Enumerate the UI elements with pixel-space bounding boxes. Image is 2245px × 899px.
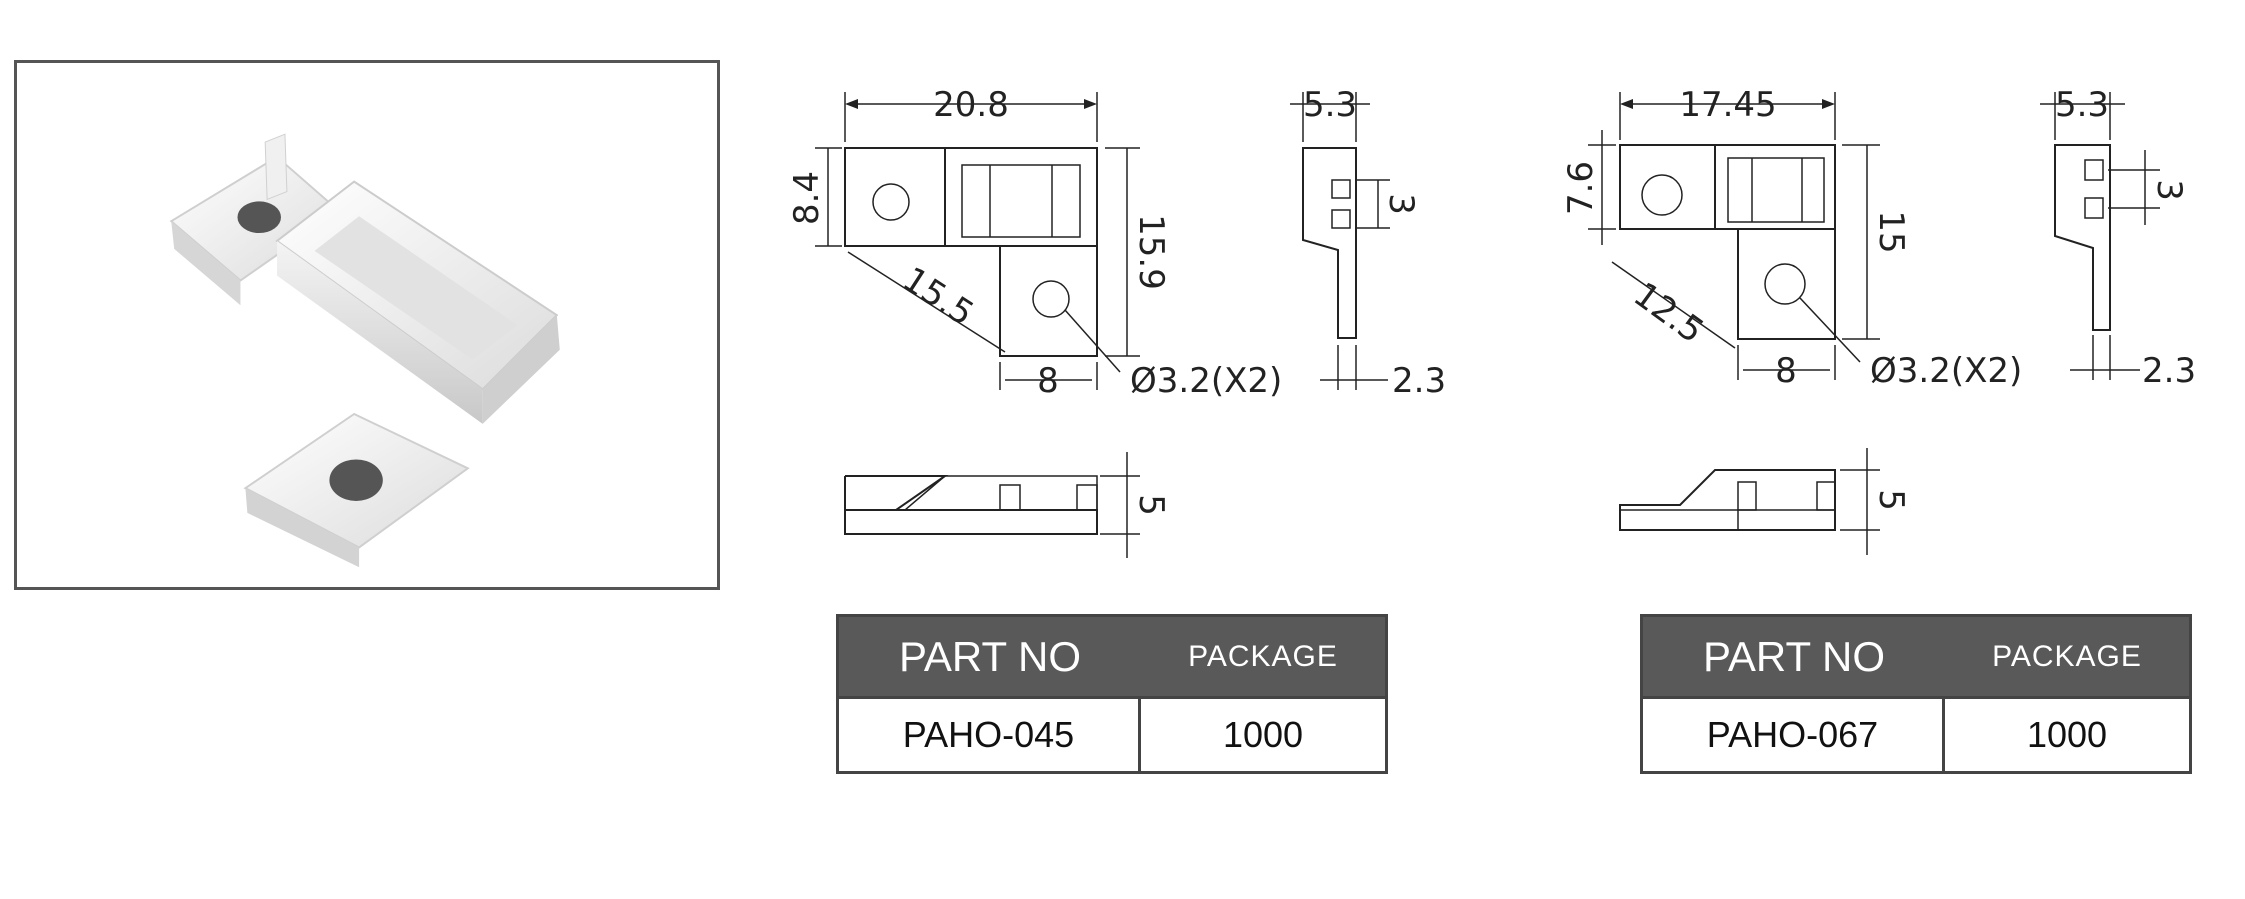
dim-height-total: 15.9 bbox=[1131, 214, 1171, 290]
part-no-header: PART NO bbox=[839, 617, 1141, 696]
dim-front-height: 5 bbox=[1131, 494, 1171, 516]
dim-diagonal: 15.5 bbox=[895, 259, 980, 334]
dim-height-left: 7.6 bbox=[1561, 161, 1601, 215]
front-view bbox=[844, 452, 1140, 558]
dim-front-height: 5 bbox=[1871, 489, 1911, 511]
bracket-illustration bbox=[169, 133, 560, 568]
dim-diagonal: 12.5 bbox=[1626, 275, 1711, 352]
front-view bbox=[1619, 448, 1880, 555]
package-value: 1000 bbox=[1945, 696, 2189, 771]
dim-height-total: 15 bbox=[1871, 210, 1911, 253]
dim-tab-width: 8 bbox=[1037, 361, 1059, 401]
product-photo bbox=[14, 60, 720, 590]
technical-drawing-paho-045: 20.8 8.4 15.9 15.5 8 Ø3.2(X2) 5.3 3 2.3 bbox=[787, 0, 1446, 560]
top-view bbox=[1588, 92, 1880, 380]
spec-table-paho-045: PART NO PACKAGE PAHO-045 1000 bbox=[836, 614, 1388, 774]
side-view bbox=[1290, 92, 1390, 390]
dim-side-slot: 3 bbox=[1381, 193, 1421, 215]
package-header: PACKAGE bbox=[1141, 617, 1385, 696]
technical-drawing-paho-067: 17.45 7.6 15 12.5 8 Ø3.2(X2) 5.3 3 2.3 bbox=[1561, 0, 2210, 560]
dim-side-thickness: 2.3 bbox=[2142, 351, 2196, 391]
dim-side-slot: 3 bbox=[2149, 179, 2189, 201]
dim-side-thickness: 2.3 bbox=[1392, 361, 1446, 401]
spec-table-paho-067: PART NO PACKAGE PAHO-067 1000 bbox=[1640, 614, 2192, 774]
part-no-value: PAHO-067 bbox=[1643, 696, 1945, 771]
dim-side-depth: 5.3 bbox=[2055, 85, 2109, 125]
dim-tab-width: 8 bbox=[1775, 351, 1797, 391]
dim-side-depth: 5.3 bbox=[1303, 85, 1357, 125]
top-view bbox=[815, 92, 1140, 390]
package-value: 1000 bbox=[1141, 696, 1385, 771]
side-view bbox=[2040, 92, 2160, 380]
package-header: PACKAGE bbox=[1945, 617, 2189, 696]
dim-width: 17.45 bbox=[1679, 85, 1776, 125]
dim-hole: Ø3.2(X2) bbox=[1870, 351, 2022, 391]
part-no-header: PART NO bbox=[1643, 617, 1945, 696]
part-no-value: PAHO-045 bbox=[839, 696, 1141, 771]
dim-width: 20.8 bbox=[933, 85, 1009, 125]
dim-height-left: 8.4 bbox=[787, 171, 827, 225]
dim-hole: Ø3.2(X2) bbox=[1130, 361, 1282, 401]
